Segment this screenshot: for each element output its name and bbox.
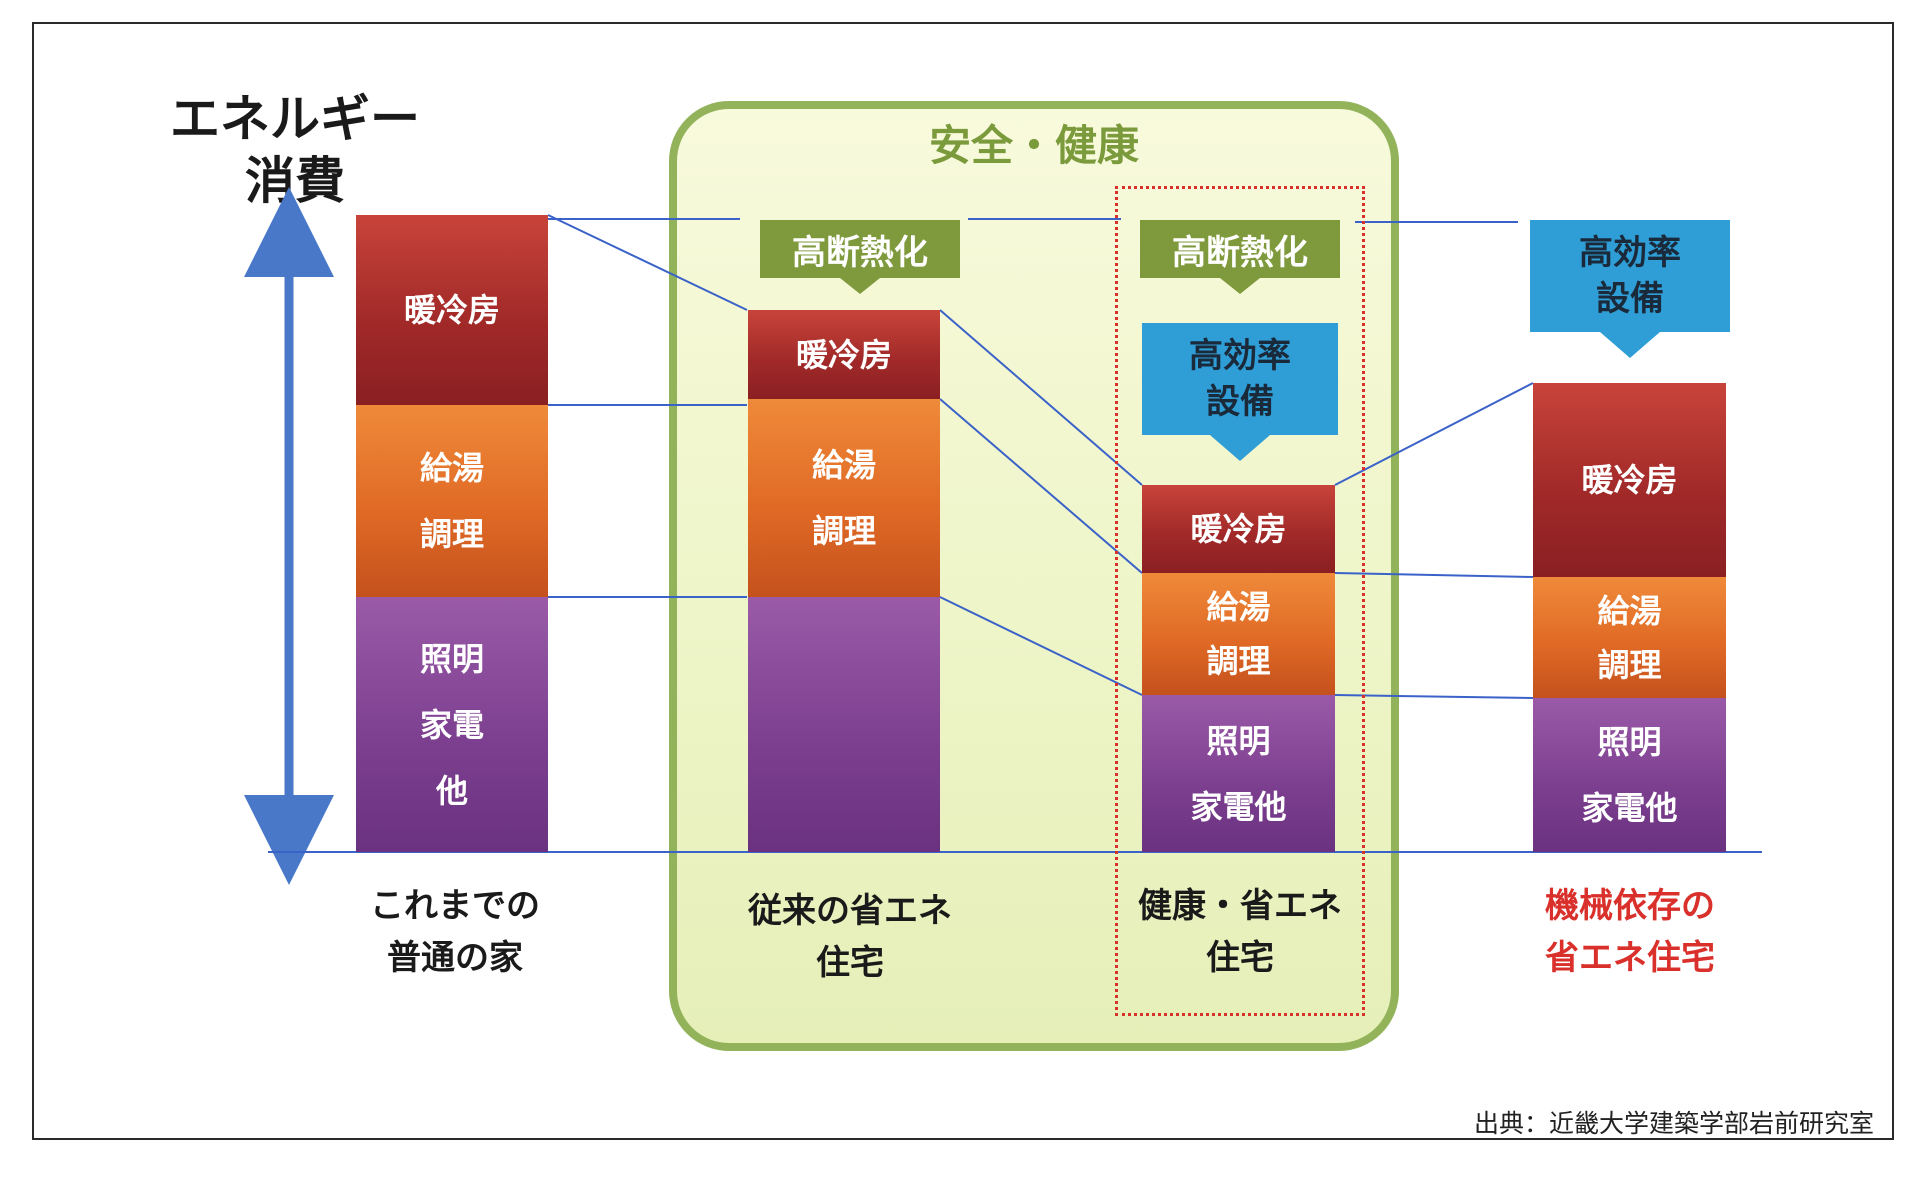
col1-heating-label: 暖冷房 (403, 291, 500, 329)
col3-lighting-label-2: 家電他 (1190, 787, 1287, 826)
col3-caption-line-1: 健康・省エネ (1138, 886, 1342, 926)
connector-heat-top-2 (939, 309, 1143, 486)
col1-lighting-label-3: 他 (435, 771, 468, 810)
col2-heating-segment: 暖冷房 (748, 310, 940, 399)
col4-heating-segment: 暖冷房 (1533, 383, 1726, 577)
col3-water-segment: 給湯 調理 (1142, 573, 1335, 695)
col3-lighting-segment: 照明 家電他 (1142, 695, 1335, 852)
col4-caption-line-1: 機械依存の (1545, 886, 1715, 926)
connector-heat-bottom-3 (1334, 572, 1534, 578)
col4-caption-line-2: 省エネ住宅 (1545, 938, 1715, 978)
col1-lighting-label-2: 家電 (419, 705, 484, 744)
col1-lighting-segment: 照明 家電 他 (356, 597, 548, 852)
col1-water-label-1: 給湯 (419, 449, 484, 487)
diagram-frame (32, 22, 1894, 1140)
col3-insulation-badge: 高断熱化 (1140, 220, 1340, 278)
col4-caption: 機械依存の 省エネ住宅 (1505, 880, 1755, 984)
source-credit: 出典：近畿大学建築学部岩前研究室 (1473, 1109, 1874, 1138)
col3-caption: 健康・省エネ 住宅 (1115, 880, 1365, 984)
connector-water-bottom-2 (939, 596, 1143, 696)
col2-lighting-segment (748, 597, 940, 852)
col4-lighting-label-1: 照明 (1597, 723, 1662, 761)
col1-water-label-2: 調理 (419, 515, 484, 553)
col2-heating-label: 暖冷房 (795, 335, 892, 374)
col4-water-label-1: 給湯 (1597, 591, 1662, 630)
col4-water-label-2: 調理 (1597, 645, 1662, 684)
col1-caption: これまでの 普通の家 (330, 880, 580, 984)
connector-heat-top-3 (1334, 382, 1534, 486)
col2-caption-line-1: 従来の省エネ (748, 891, 952, 931)
col3-efficiency-badge-arrow (1210, 435, 1270, 461)
col3-efficiency-badge-line-2: 設備 (1206, 382, 1274, 422)
col3-efficiency-badge-line-1: 高効率 (1189, 336, 1291, 376)
col3-caption-line-2: 住宅 (1206, 938, 1274, 978)
col3-water-label-1: 給湯 (1206, 588, 1271, 626)
col3-heating-segment: 暖冷房 (1142, 485, 1335, 573)
y-axis-title-line-1: エネルギー (170, 90, 420, 148)
col4-efficiency-badge-line-2: 設備 (1596, 279, 1664, 319)
col1-caption-line-2: 普通の家 (387, 938, 523, 978)
col1-heating-segment: 暖冷房 (356, 215, 548, 405)
col4-efficiency-badge-arrow (1600, 332, 1660, 358)
col2-insulation-badge: 高断熱化 (760, 220, 960, 278)
col2-caption-line-2: 住宅 (816, 943, 884, 983)
col2-insulation-badge-arrow (840, 278, 880, 294)
bar-connectors (547, 214, 1534, 699)
col2-water-label-2: 調理 (811, 512, 876, 550)
col1-lighting-label-1: 照明 (419, 639, 484, 678)
col4-lighting-label-2: 家電他 (1581, 789, 1678, 827)
col4-water-segment: 給湯 調理 (1533, 577, 1726, 698)
col4-efficiency-badge-line-1: 高効率 (1579, 233, 1681, 273)
connector-heat-bottom-2 (939, 398, 1143, 574)
col4-efficiency-badge: 高効率 設備 (1530, 220, 1730, 332)
col2-water-label-1: 給湯 (811, 446, 876, 484)
col3-heating-label: 暖冷房 (1190, 510, 1287, 548)
col4-lighting-segment: 照明 家電他 (1533, 698, 1726, 852)
col1-water-segment: 給湯 調理 (356, 405, 548, 597)
col2-caption: 従来の省エネ 住宅 (720, 885, 980, 989)
safety-health-panel-title: 安全・健康 (928, 121, 1139, 170)
col1-caption-line-1: これまでの (370, 886, 540, 926)
col2-water-segment: 給湯 調理 (748, 399, 940, 597)
connector-heat-top-1 (547, 214, 748, 311)
col3-lighting-label-1: 照明 (1206, 721, 1271, 760)
connector-water-bottom-3 (1334, 694, 1534, 699)
highlight-dotted-box (1115, 186, 1365, 1016)
col3-insulation-badge-arrow (1220, 278, 1260, 294)
col3-water-label-2: 調理 (1206, 642, 1271, 680)
col4-heating-label: 暖冷房 (1581, 461, 1678, 499)
col3-efficiency-badge: 高効率 設備 (1142, 323, 1338, 435)
